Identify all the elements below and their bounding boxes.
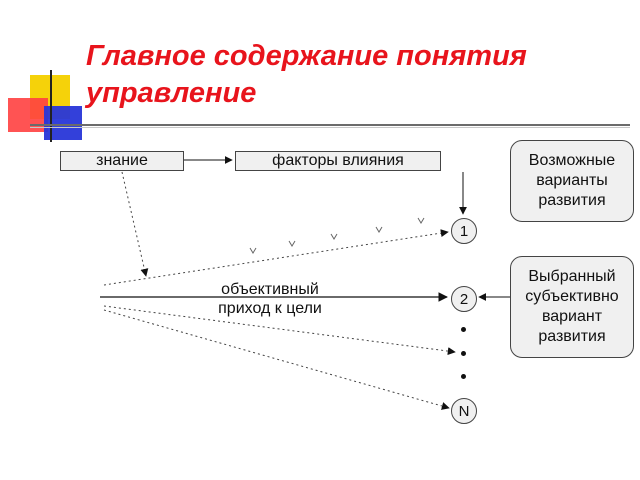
chosen-variant-box: Выбранный субъективно вариант развития [510,256,634,358]
node-1: 1 [451,218,477,244]
factors-label: факторы влияния [272,152,404,169]
path-to-node-1 [103,229,449,286]
influence-marks [249,217,425,254]
ellipsis-dot [461,374,466,379]
possible-variants-line-1: Возможные [528,152,616,169]
chosen-variant-line-2: субъективно [525,288,619,305]
node-2-label: 2 [459,290,469,308]
factors-box: факторы влияния [235,151,441,171]
path-to-node-n [103,309,450,410]
title-rule-shadow [30,127,630,128]
knowledge-label: знание [96,152,148,169]
chosen-variant-line-1: Выбранный [528,268,616,285]
arrow-knowledge-dotted [121,171,149,277]
chosen-variant-line-3: вариант [541,308,603,325]
title-rule [30,124,630,126]
possible-variants-line-3: развития [538,192,606,209]
deco-red-square [8,98,48,132]
path-to-intermediate [103,305,456,356]
possible-variants-box: Возможные варианты развития [510,140,634,222]
chosen-variant-line-4: развития [538,328,606,345]
node-n-label: N [458,402,470,420]
title-line-2: управление [86,77,257,109]
slide-title: Главное содержание понятия управление [86,38,626,112]
deco-vertical-line [50,70,52,142]
node-n: N [451,398,477,424]
objective-path-line-2: приход к цели [218,300,322,317]
node-1-label: 1 [459,222,469,240]
ellipsis-dot [461,327,466,332]
possible-variants-line-2: варианты [536,172,608,189]
objective-path-line-1: объективный [221,281,319,298]
ellipsis-dot [461,351,466,356]
title-line-1: Главное содержание понятия [86,40,527,72]
objective-path-label: объективный приход к цели [190,280,350,318]
knowledge-box: знание [60,151,184,171]
node-2: 2 [451,286,477,312]
